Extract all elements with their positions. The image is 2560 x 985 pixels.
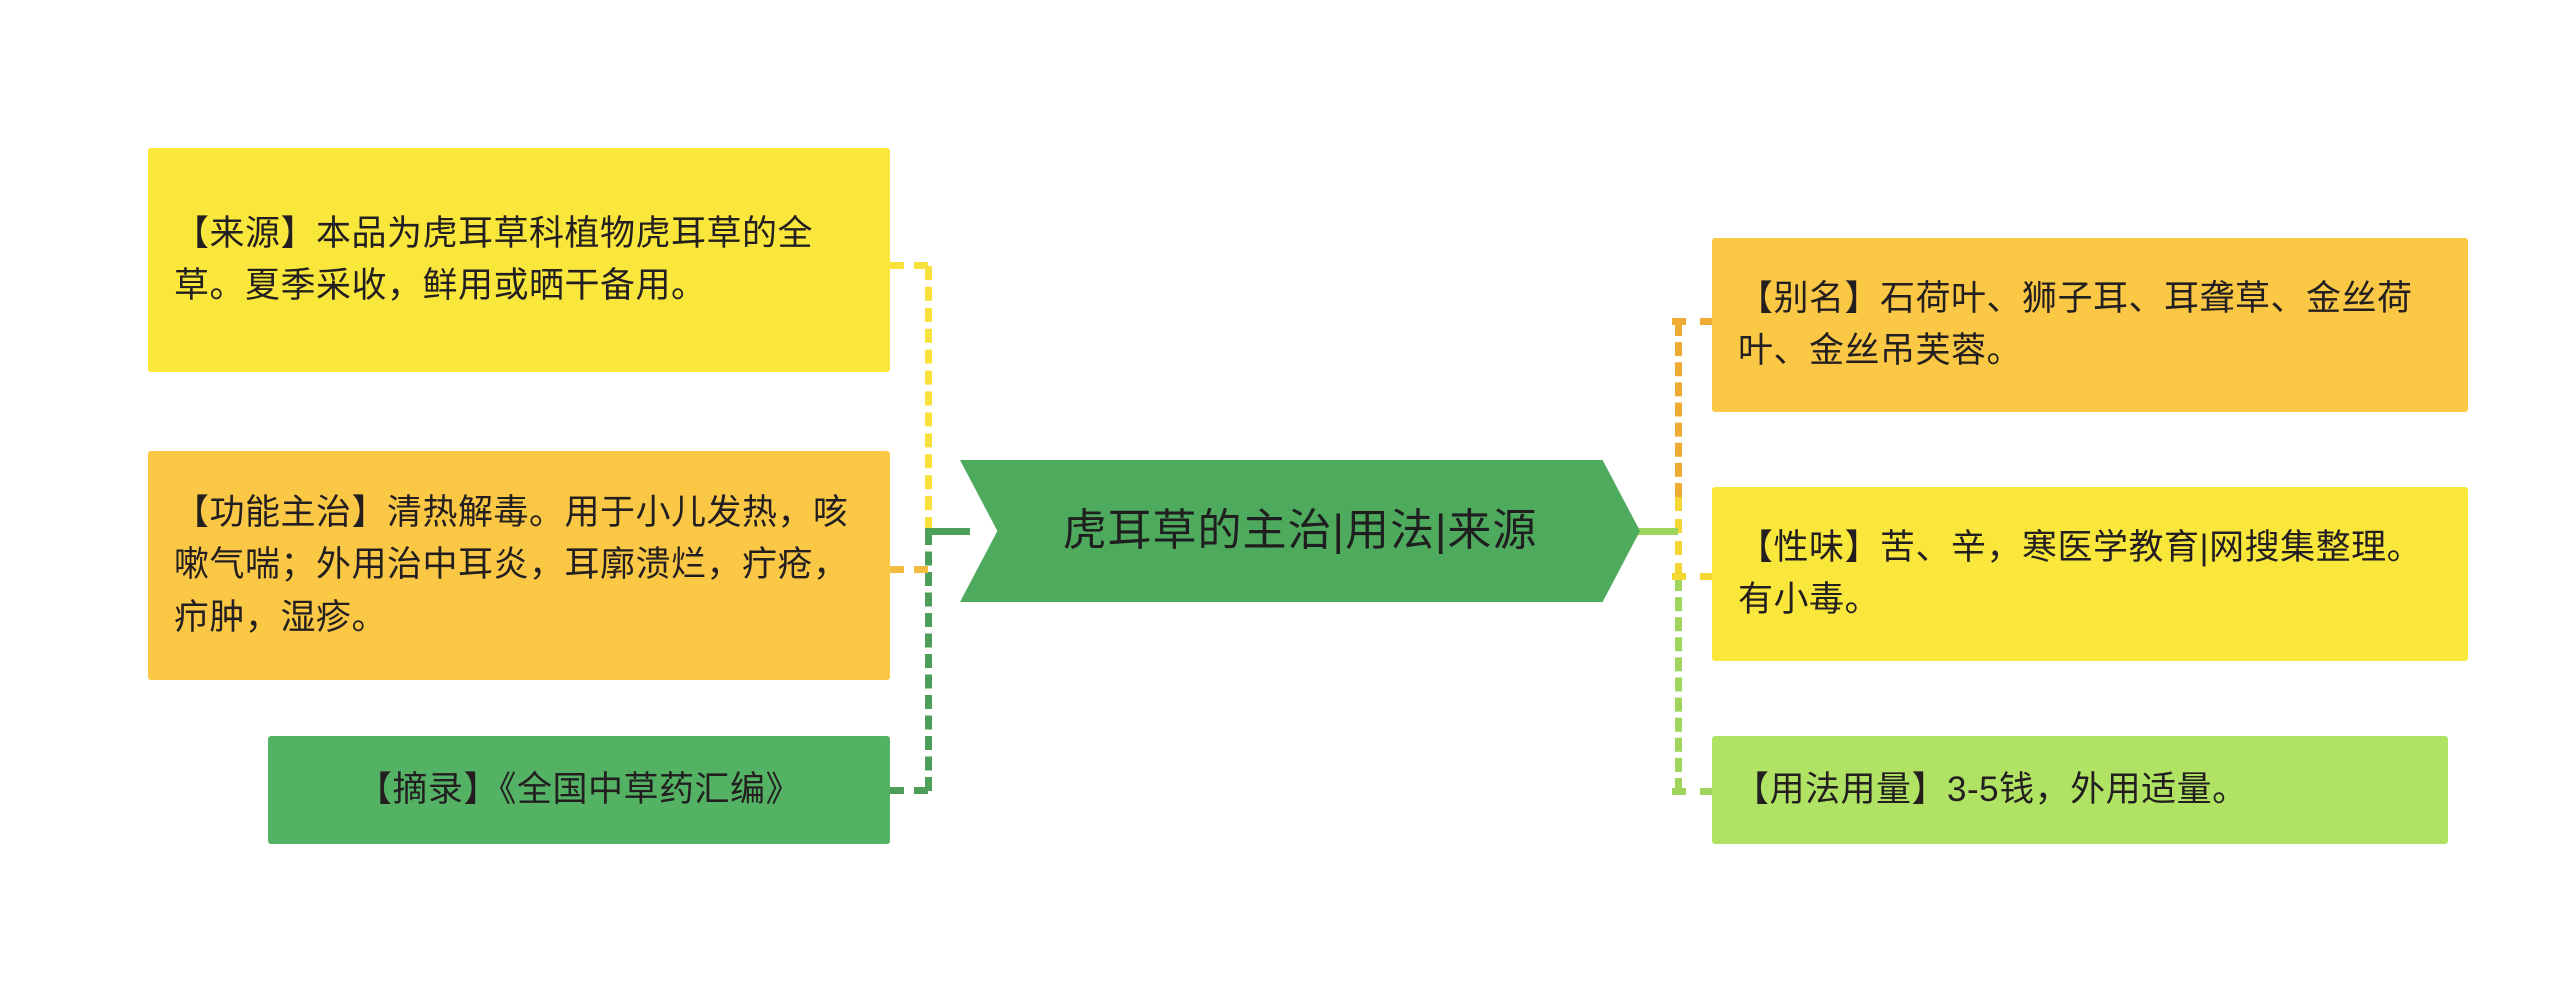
connector-stub-dosage	[1672, 788, 1714, 795]
connector-stub-nature	[1672, 573, 1714, 580]
node-center-topic[interactable]: 虎耳草的主治|用法|来源	[960, 460, 1640, 602]
connector-stub-functions	[890, 566, 928, 573]
node-functions[interactable]: 【功能主治】清热解毒。用于小儿发热，咳嗽气喘；外用治中耳炎，耳廓溃烂，疔疮，疖肿…	[148, 451, 890, 680]
connector-stub-alias	[1672, 318, 1714, 325]
node-alias[interactable]: 【别名】石荷叶、狮子耳、耳聋草、金丝荷叶、金丝吊芙蓉。	[1712, 238, 2468, 412]
connector-right-spine-lower	[1675, 577, 1682, 792]
connector-stub-source	[890, 262, 928, 269]
node-source[interactable]: 【来源】本品为虎耳草科植物虎耳草的全草。夏季采收，鲜用或晒干备用。	[148, 148, 890, 372]
connector-right-spine-middle	[1675, 497, 1682, 577]
connector-right-spine-upper	[1675, 322, 1682, 497]
connector-left-spine-lower	[925, 531, 932, 791]
node-nature[interactable]: 【性味】苦、辛，寒医学教育|网搜集整理。有小毒。	[1712, 487, 2468, 661]
node-dosage[interactable]: 【用法用量】3-5钱，外用适量。	[1712, 736, 2448, 844]
connector-stub-excerpt	[890, 787, 928, 794]
connector-center-to-left-spine	[925, 528, 970, 535]
node-excerpt[interactable]: 【摘录】《全国中草药汇编》	[268, 736, 890, 844]
connector-left-spine-upper	[925, 266, 932, 531]
connector-center-to-right-spine	[1632, 528, 1678, 535]
